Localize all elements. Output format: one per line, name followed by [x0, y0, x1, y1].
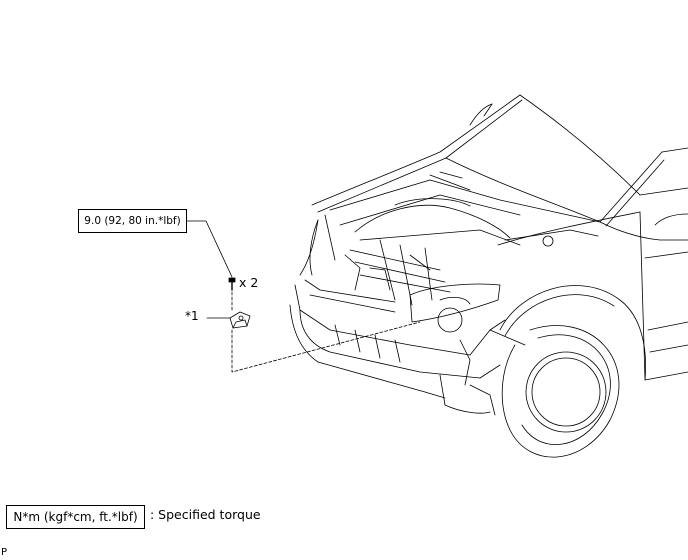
- install-path-dashed: [231, 291, 421, 373]
- torque-leader-line: [186, 220, 233, 278]
- corner-mark: P: [1, 547, 8, 558]
- vehicle-front-illustration: [289, 94, 688, 458]
- part-callout-label: *1: [185, 309, 199, 323]
- legend-symbol-box: N*m (kgf*cm, ft.*lbf): [6, 505, 145, 529]
- bracket-part-icon: [229, 311, 251, 329]
- torque-spec-box: 9.0 (92, 80 in.*lbf): [78, 209, 187, 233]
- legend-description: : Specified torque: [150, 507, 261, 522]
- bolt-icon: [228, 277, 236, 291]
- bolt-quantity-label: x 2: [239, 275, 259, 290]
